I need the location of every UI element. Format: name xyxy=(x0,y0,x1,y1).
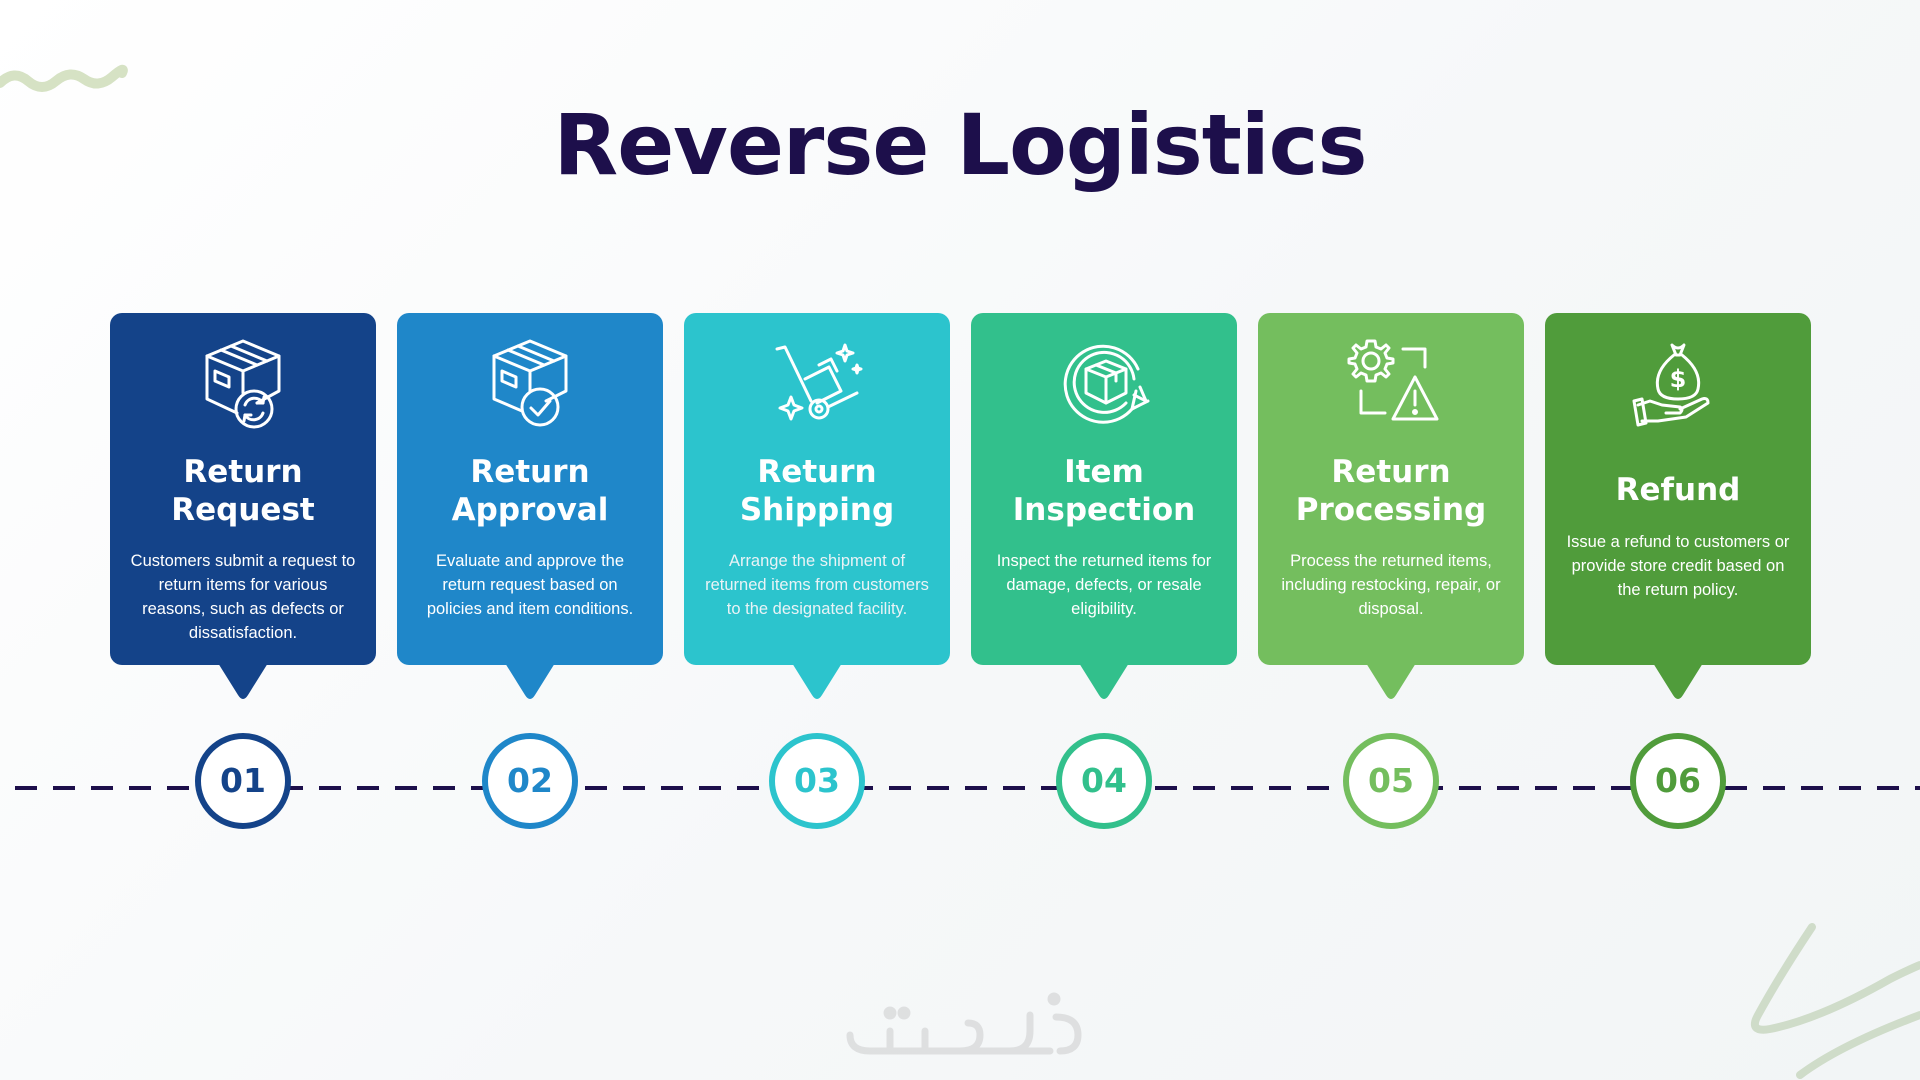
step-title-line2: Processing xyxy=(1295,492,1487,528)
step-number-1: 01 xyxy=(195,733,291,829)
step-card: Item Inspection Inspect the returned ite… xyxy=(971,313,1237,665)
step-description: Customers submit a request to return ite… xyxy=(130,552,356,642)
gear-warning-icon xyxy=(1347,339,1439,421)
box-cycle-icon xyxy=(1063,344,1150,424)
hand-truck-icon xyxy=(775,343,863,421)
card-pointer xyxy=(1366,663,1416,699)
step-number-2: 02 xyxy=(482,733,578,829)
watermark-logo xyxy=(846,992,1082,1055)
svg-text:$: $ xyxy=(1670,365,1687,393)
step-card: Return Approval Evaluate and approve the… xyxy=(397,313,663,665)
step-description: Evaluate and approve the return request … xyxy=(426,552,634,618)
card-pointer xyxy=(1079,663,1129,699)
step-title-line1: Refund xyxy=(1615,472,1741,508)
step-card: Return Request Customers submit a reques… xyxy=(110,313,376,665)
step-title-line1: Return xyxy=(183,454,303,490)
step-6: $ Refund Issue a refund to customers or … xyxy=(1545,313,1811,699)
box-check-icon xyxy=(492,339,568,427)
step-description: Arrange the shipment of returned items f… xyxy=(705,552,929,618)
page-title: Reverse Logistics xyxy=(553,96,1368,194)
step-number-3: 03 xyxy=(769,733,865,829)
step-card: $ Refund Issue a refund to customers or … xyxy=(1545,313,1811,665)
step-number-6: 06 xyxy=(1630,733,1726,829)
step-1: Return Request Customers submit a reques… xyxy=(110,313,376,699)
step-title-line1: Return xyxy=(470,454,590,490)
step-2: Return Approval Evaluate and approve the… xyxy=(397,313,663,699)
step-description: Issue a refund to customers or provide s… xyxy=(1566,533,1790,599)
step-title-line2: Request xyxy=(171,492,315,528)
step-3: Return Shipping Arrange the shipment of … xyxy=(684,313,950,699)
squiggle-decoration xyxy=(0,64,128,92)
box-return-icon xyxy=(205,339,281,429)
step-title-line2: Inspection xyxy=(1012,492,1196,528)
card-pointer xyxy=(792,663,842,699)
step-5: Return Processing Process the returned i… xyxy=(1258,313,1524,699)
step-title-line2: Approval xyxy=(451,492,609,528)
step-title-line1: Item xyxy=(1064,454,1144,490)
step-number-5: 05 xyxy=(1343,733,1439,829)
step-title-line1: Return xyxy=(1331,454,1451,490)
scribble-decoration xyxy=(1751,923,1920,1079)
step-description: Inspect the returned items for damage, d… xyxy=(996,552,1212,618)
step-number-4: 04 xyxy=(1056,733,1152,829)
step-description: Process the returned items, including re… xyxy=(1281,552,1501,618)
step-title-line1: Return xyxy=(757,454,877,490)
step-card: Return Processing Process the returned i… xyxy=(1258,313,1524,665)
step-title-line2: Shipping xyxy=(739,492,895,528)
step-card: Return Shipping Arrange the shipment of … xyxy=(684,313,950,665)
timeline-line xyxy=(15,786,1920,790)
step-4: Item Inspection Inspect the returned ite… xyxy=(971,313,1237,699)
card-pointer xyxy=(505,663,555,699)
card-pointer xyxy=(1653,663,1703,699)
money-bag-hand-icon: $ xyxy=(1632,343,1710,427)
card-pointer xyxy=(218,663,268,699)
